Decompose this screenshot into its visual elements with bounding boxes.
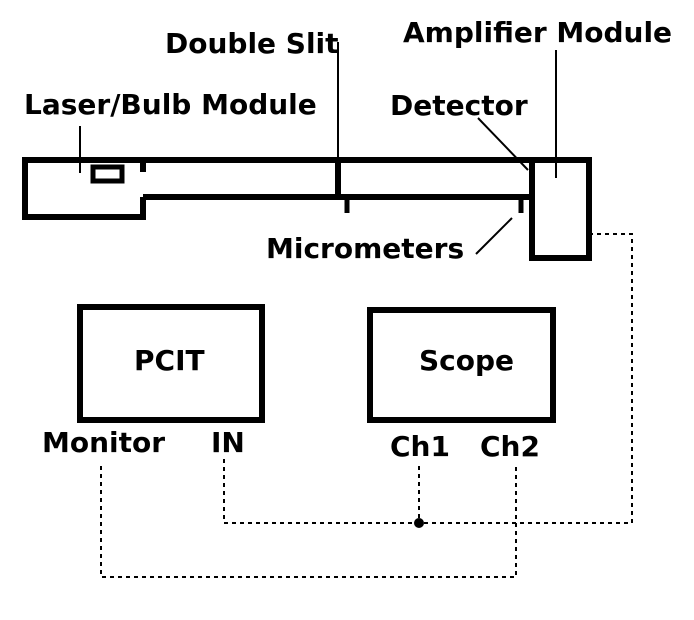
amplifier-to-ch1-in-cable: [223, 233, 633, 524]
in-label: IN: [211, 426, 245, 459]
laser-bulb-module-label: Laser/Bulb Module: [24, 88, 317, 121]
monitor-label: Monitor: [42, 426, 165, 459]
ch1-label: Ch1: [390, 430, 450, 463]
pcit-box: [77, 304, 265, 423]
junction-dot: [414, 518, 424, 528]
amplifier-module-box: [529, 157, 592, 261]
micrometers-label: Micrometers: [266, 232, 464, 265]
amplifier-module-label: Amplifier Module: [403, 16, 672, 49]
ch2-label: Ch2: [480, 430, 540, 463]
monitor-to-ch2-cable: [100, 466, 517, 578]
pointer-detector: [477, 117, 529, 171]
scope-label: Scope: [419, 344, 514, 377]
laser-bulb-module-box: [22, 157, 146, 220]
laser-bulb-element: [90, 164, 125, 184]
pointer-micrometers: [475, 217, 513, 255]
double-slit-label: Double Slit: [165, 27, 339, 60]
pcit-label: PCIT: [134, 344, 205, 377]
detector-label: Detector: [390, 89, 528, 122]
scope-box: [367, 307, 556, 423]
